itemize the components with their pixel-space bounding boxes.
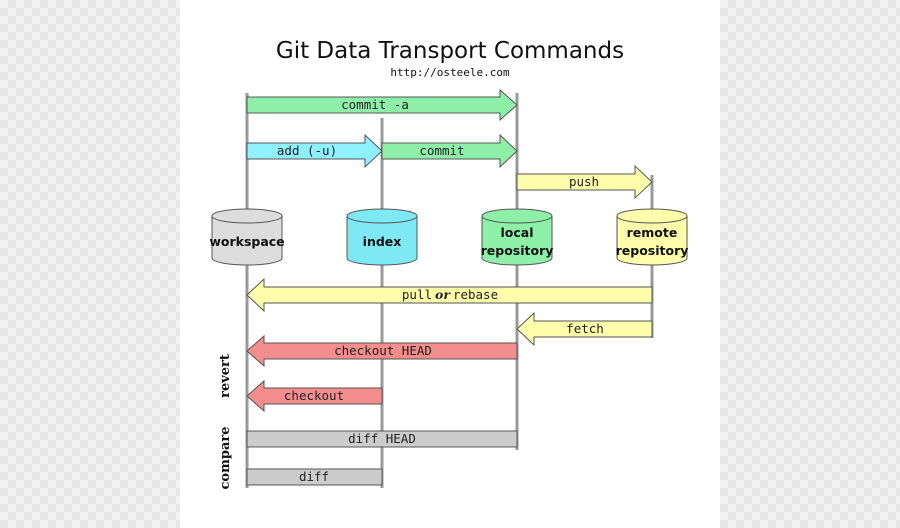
remote-label-line1: remote [627,225,678,240]
add-u-label: add (-u) [277,143,337,158]
compare-side-label: compare [218,427,233,490]
fetch-label: fetch [566,321,604,336]
remote-label-line2: repository [616,243,689,258]
or-word: or [435,287,451,302]
local-label-line1: local [500,225,533,240]
push-arrow: push [516,164,653,200]
commit-a-arrow: commit -a [246,88,518,122]
diagram-url: http://osteele.com [390,66,510,79]
workspace-label: workspace [209,234,284,249]
commit-arrow: commit [381,133,518,169]
index-label: index [363,234,402,249]
index-repo: index [346,208,418,266]
remote-repository-repo: remote repository [616,208,689,266]
diff-bar: diff [246,468,383,486]
checkout-arrow: checkout [246,379,383,413]
commit-a-label: commit -a [341,97,409,112]
diff-label: diff [299,469,329,484]
git-transport-diagram: Git Data Transport Commands http://ostee… [209,38,689,490]
revert-side-label: revert [218,354,233,398]
rebase-word: rebase [453,287,498,302]
local-repository-repo: local repository [481,208,554,266]
checkout-head-arrow: checkout HEAD [246,334,518,368]
commit-label: commit [419,143,464,158]
diff-head-bar: diff HEAD [246,430,518,448]
diff-head-label: diff HEAD [348,431,416,446]
checkout-label: checkout [284,388,344,403]
diagram-card: Git Data Transport Commands http://ostee… [180,0,720,528]
diagram-title: Git Data Transport Commands [276,38,624,64]
push-label: push [569,174,599,189]
fetch-arrow: fetch [516,311,653,347]
workspace-repo: workspace [209,208,285,266]
local-label-line2: repository [481,243,554,258]
pull-word: pull [402,287,432,302]
add-u-arrow: add (-u) [246,133,383,169]
checkout-head-label: checkout HEAD [334,343,432,358]
